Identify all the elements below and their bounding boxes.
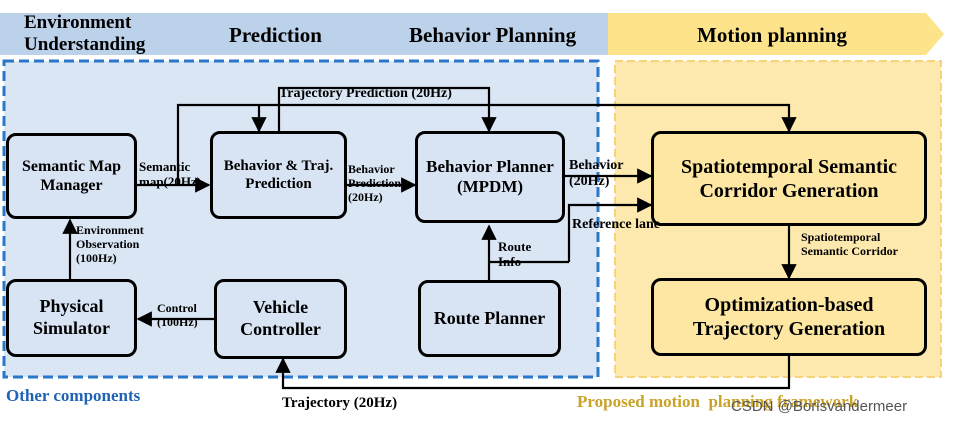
label-control: Control (100Hz): [157, 301, 198, 329]
header-env-understanding: Environment Understanding: [24, 12, 146, 55]
header-banner-yellow: [608, 13, 944, 55]
semantic-map-manager-block: Semantic Map Manager: [6, 133, 137, 219]
label-route-info: Route Info: [498, 239, 532, 269]
label-trajectory-prediction: Trajectory Prediction (20Hz): [279, 86, 452, 101]
label-environment-observation: Environment Observation (100Hz): [76, 223, 144, 265]
arrow-top-loop: [176, 103, 797, 185]
arrows: [62, 86, 797, 390]
behavior-traj-prediction-block: Behavior & Traj. Prediction: [210, 131, 347, 219]
physical-simulator-block: Physical Simulator: [6, 279, 137, 357]
label-behavior-20hz: Behavior (20Hz): [569, 158, 624, 190]
header-behavior-planning: Behavior Planning: [409, 23, 577, 47]
watermark: CSDN @Borisvandermeer: [731, 398, 908, 415]
header-prediction: Prediction: [229, 23, 322, 47]
label-spatiotemporal-corridor: Spatiotemporal Semantic Corridor: [801, 230, 898, 258]
label-trajectory: Trajectory (20Hz): [282, 395, 398, 411]
header-banner-blue: [0, 13, 608, 55]
header-motion-planning: Motion planning: [697, 23, 847, 47]
spatiotemporal-corridor-block: Spatiotemporal Semantic Corridor Generat…: [651, 131, 927, 226]
arrow-trajectory: [275, 356, 791, 390]
label-semantic-map: Semantic map(20Hz): [139, 159, 202, 189]
behavior-planner-block: Behavior Planner (MPDM): [415, 131, 565, 223]
label-reference-lane: Reference lane: [572, 217, 660, 232]
proposed-framework-label: Proposed motion planning framework: [577, 392, 859, 411]
label-behavior-prediction: Behavior Prediction (20Hz): [348, 162, 402, 204]
optimization-trajectory-block: Optimization-based Trajectory Generation: [651, 278, 927, 356]
arrow-reference-lane: [567, 197, 653, 262]
vehicle-controller-block: Vehicle Controller: [214, 279, 347, 359]
arrow-traj-pred-source: [277, 86, 491, 131]
other-components-label: Other components: [6, 386, 141, 405]
route-planner-block: Route Planner: [418, 280, 561, 357]
